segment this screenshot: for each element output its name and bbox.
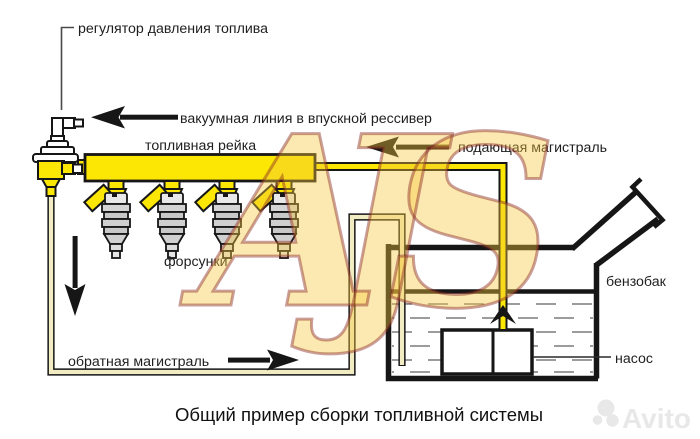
return-line-pipe [47, 193, 406, 376]
label-return-line: обратная магистраль [68, 354, 209, 370]
injector-1 [82, 180, 131, 259]
regulator-body [37, 160, 65, 180]
ajs-watermark: AJS [179, 85, 549, 361]
return-arrow-icon [228, 349, 299, 371]
avito-watermark: Avito [592, 399, 691, 434]
avito-logo-icon [597, 399, 615, 417]
injector-4 [250, 180, 299, 259]
rail-body [83, 153, 317, 183]
return-pipe-fill [48, 193, 405, 375]
label-vacuum-line: вакуумная линия в впускной рессивер [180, 111, 432, 127]
injector-3 [193, 180, 242, 259]
injector-connector [138, 183, 170, 213]
filler-opening-bracket [629, 177, 666, 229]
tank-walls [385, 244, 600, 382]
pump-body [440, 328, 534, 376]
vacuum-arrow-icon [91, 106, 178, 129]
supply-pipe-fill [315, 164, 506, 329]
fuel-pump [440, 328, 534, 376]
flow-arrows [64, 106, 449, 371]
label-regulator: регулятор давления топлива [78, 21, 268, 37]
label-supply-line: подающая магистраль [458, 140, 607, 156]
injector-connector [82, 183, 114, 213]
down-flow-arrow-icon [64, 236, 86, 316]
label-fuel-tank: бензобак [606, 274, 667, 290]
label-fuel-rail: топливная рейка [145, 138, 256, 154]
filler-neck-inner [594, 216, 660, 268]
injector-2 [138, 180, 187, 259]
avito-watermark-text: Avito [622, 403, 691, 434]
label-injectors: форсунки [164, 254, 228, 270]
fuel-tank [385, 177, 666, 382]
supply-line-pipe [315, 162, 516, 330]
diagram-caption: Общий пример сборки топливной системы [175, 404, 543, 425]
supply-arrow-icon [366, 136, 449, 158]
pump-outlet-arrow-icon [490, 305, 516, 324]
injectors [82, 180, 299, 259]
injector-connector [193, 183, 225, 213]
regulator-outlet [45, 186, 57, 197]
regulator-leader-line [60, 26, 74, 110]
filler-neck-outer [570, 188, 639, 252]
fuel-pressure-regulator [32, 117, 84, 197]
label-pump: насос [615, 351, 653, 367]
injector-connector [250, 183, 282, 213]
